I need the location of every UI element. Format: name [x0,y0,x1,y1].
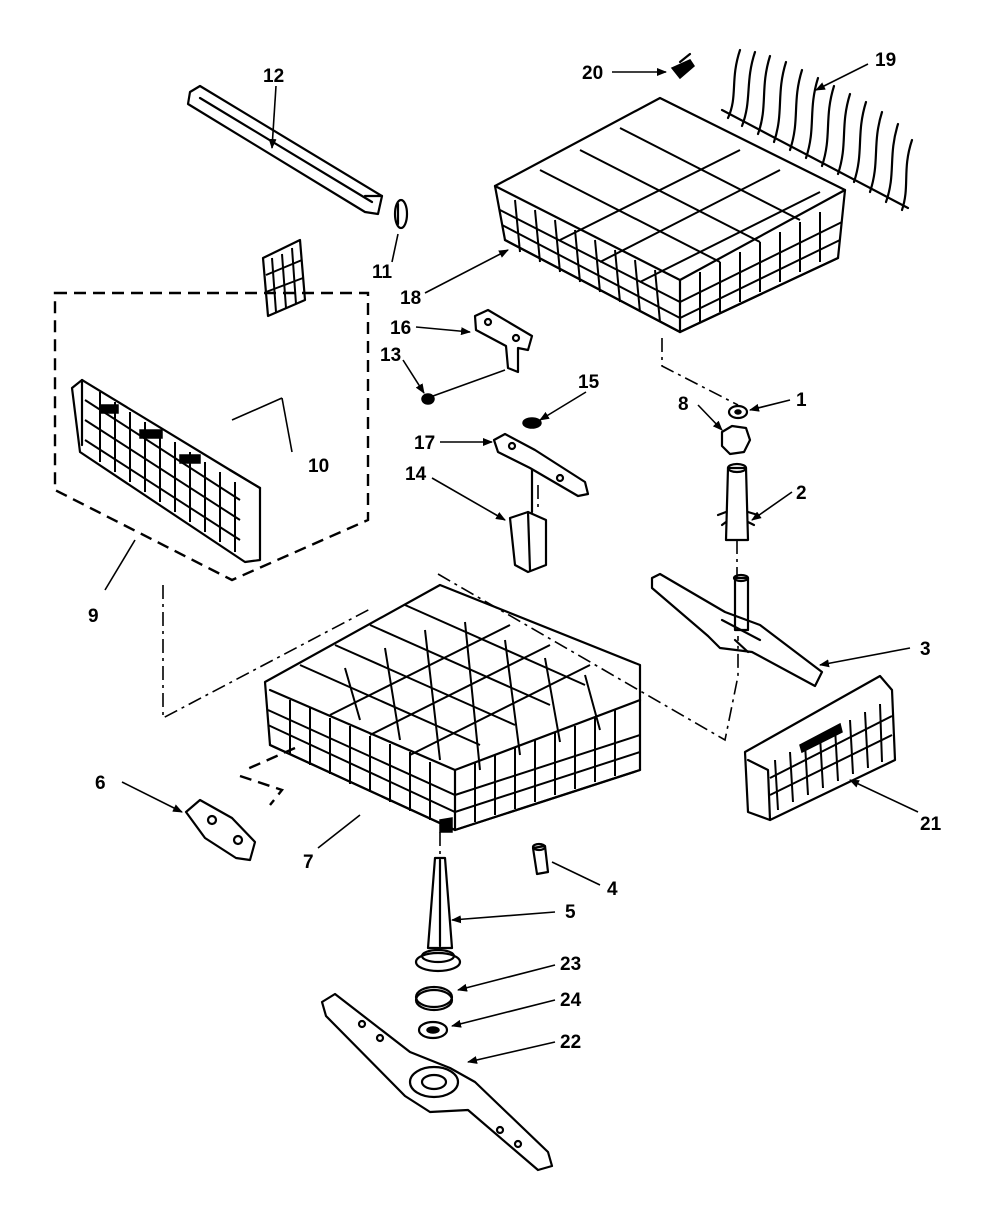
leader-11 [391,233,399,263]
leader-8 [697,404,723,431]
part-9-silverware-basket-assembly [53,291,370,582]
part-12-rack-rail [186,84,384,216]
leader-1 [749,399,791,412]
part-14-manifold [508,468,548,574]
leader-24 [451,999,556,1028]
callout-12: 12 [263,66,284,87]
leader-10b [231,397,283,421]
part-19-tine-row [720,48,914,212]
callout-8: 8 [678,394,689,415]
leader-lines [104,63,919,1064]
upper-rack-grid [499,127,843,323]
leader-2 [751,491,793,521]
leader-23 [457,964,556,992]
part-23-washer [414,985,454,1012]
callout-22: 22 [560,1032,581,1053]
leader-5 [451,911,556,924]
callout-20: 20 [582,63,603,84]
callout-4: 4 [607,879,618,900]
callout-6: 6 [95,773,106,794]
part-10-basket-lid [261,238,307,318]
lower-rack-grid [267,604,641,822]
part-24-seal [417,1020,449,1040]
callout-23: 23 [560,954,581,975]
callout-2: 2 [796,483,807,504]
part-3-upper-spray-arm [650,572,824,688]
leader-4 [551,861,601,886]
leader-14 [431,477,506,521]
assembly-lines [162,338,739,858]
leader-13 [402,359,425,394]
part-2-feed-tube [716,462,760,542]
callout-24: 24 [560,990,582,1011]
leader-16 [415,326,471,336]
leader-3 [819,647,911,668]
leader-6 [121,781,183,813]
callout-1: 1 [796,390,807,411]
callout-19: 19 [875,50,896,71]
callout-15: 15 [578,372,600,393]
leader-18 [424,249,509,294]
callout-21: 21 [920,814,942,835]
part-16-bracket [473,308,534,374]
cutlery-basket-grid [769,703,893,811]
callout-9: 9 [88,606,99,627]
leader-21 [849,779,919,813]
part-5-lower-feed-tube [414,856,462,973]
callout-5: 5 [565,902,576,923]
part-22-lower-spray-arm [320,992,554,1172]
part-7-lower-rack [263,583,642,833]
part-8-nut [720,424,752,456]
callout-11: 11 [372,262,393,283]
callout-7: 7 [303,852,314,873]
leader-7 [317,814,361,849]
leader-12 [268,85,277,149]
basket-grid [84,392,241,552]
part-6-roller-bracket [184,798,257,862]
leader-15 [539,391,587,421]
callout-14: 14 [405,464,427,485]
part-17-mini-spray-arm [492,432,590,498]
part-4-pin [531,842,550,876]
leader-22 [467,1041,556,1064]
part-18-upper-rack [493,96,847,334]
part-11-end-cap [393,198,409,230]
leader-10a [281,397,293,453]
callout-17: 17 [414,433,435,454]
callout-10: 10 [308,456,329,477]
callout-18: 18 [400,288,421,309]
callout-16: 16 [390,318,411,339]
part-13-screw [421,369,506,405]
leader-19 [815,63,869,91]
part-20-clip [670,52,695,80]
part-21-cutlery-basket [743,674,897,822]
callout-3: 3 [920,639,931,660]
part-15-cap [522,417,542,429]
part-1-washer [727,404,749,420]
leader-9 [104,539,136,591]
callout-13: 13 [380,345,401,366]
callout-labels: 12 11 18 16 13 15 17 14 20 19 1 8 2 3 10… [88,50,942,1053]
